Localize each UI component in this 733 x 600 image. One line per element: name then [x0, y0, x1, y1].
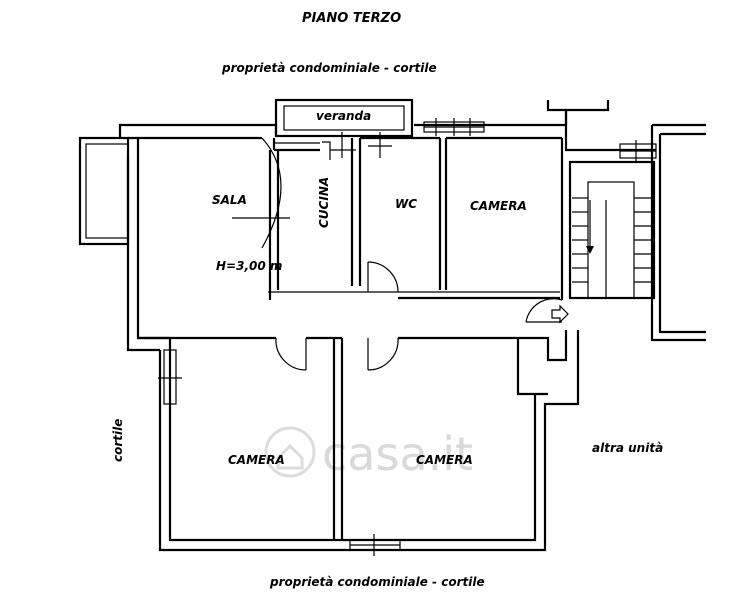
windows — [158, 118, 657, 556]
neighbor-walls — [546, 100, 706, 342]
interior-walls — [138, 136, 564, 540]
plan-title: PIANO TERZO — [302, 11, 401, 26]
wc-label: WC — [395, 197, 417, 211]
cucina-label: CUCINA — [317, 177, 331, 228]
ceiling-height-label: H=3,00 m — [216, 259, 282, 273]
veranda-label: veranda — [316, 109, 371, 123]
camera-label-top: CAMERA — [470, 199, 527, 213]
sala-label: SALA — [212, 193, 247, 207]
outer-walls — [118, 110, 580, 552]
balcony — [78, 136, 130, 246]
veranda: veranda — [274, 98, 414, 138]
watermark-text: casa.it — [322, 427, 473, 481]
bottom-common-area-label: proprietà condominiale - cortile — [269, 575, 485, 589]
other-unit-label: altra unità — [592, 441, 663, 455]
doors — [232, 132, 569, 371]
camera-label-bottom-left: CAMERA — [228, 453, 285, 467]
left-courtyard-label: cortile — [111, 419, 125, 462]
stairs — [568, 160, 656, 300]
camera-label-bottom-right: CAMERA — [416, 453, 473, 467]
top-common-area-label: proprietà condominiale - cortile — [221, 61, 437, 75]
watermark: casa.it — [264, 426, 473, 481]
